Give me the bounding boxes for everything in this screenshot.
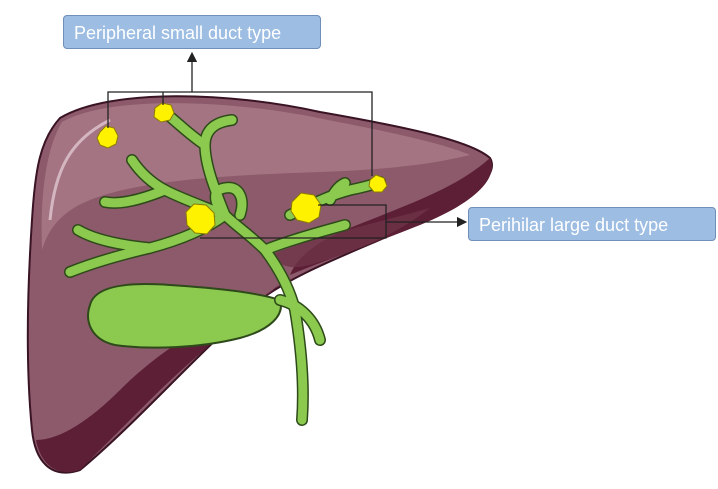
- perihilar-large-duct-label: Perihilar large duct type: [468, 207, 716, 241]
- gallbladder: [88, 284, 281, 348]
- peripheral-small-duct-label: Peripheral small duct type: [63, 15, 321, 49]
